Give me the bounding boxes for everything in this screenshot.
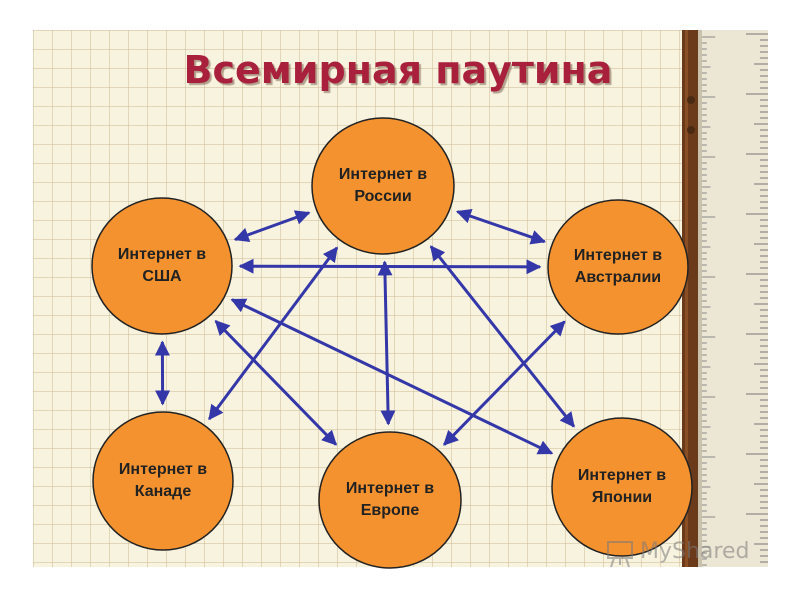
node-label-europe: Интернет в Европе xyxy=(320,478,460,522)
arrow-usa-australia xyxy=(238,258,542,275)
node-label-usa: Интернет в США xyxy=(92,244,232,288)
page-title: Всемирная паутина xyxy=(183,48,613,92)
watermark: MyShared xyxy=(606,538,766,568)
screw-icon xyxy=(687,96,695,104)
node-circle-russia xyxy=(311,117,455,255)
node-label-line: Интернет в xyxy=(118,461,208,478)
node-label-australia: Интернет в Австралии xyxy=(548,245,688,289)
node-label-line: Интернет в xyxy=(345,480,435,497)
ruler-decoration xyxy=(682,30,768,567)
node-label-line: Японии xyxy=(591,489,653,506)
node-label-line: США xyxy=(142,268,182,285)
node-label-line: Интернет в xyxy=(573,247,663,264)
node-circle-japan xyxy=(551,417,693,557)
screw-icon xyxy=(687,126,695,134)
node-label-line: России xyxy=(354,188,412,205)
node-label-line: Интернет в xyxy=(117,246,207,263)
arrow-russia-australia xyxy=(455,208,546,245)
node-label-japan: Интернет в Японии xyxy=(552,465,692,509)
node-label-line: Интернет в xyxy=(577,467,667,484)
arrow-usa-russia xyxy=(233,210,311,242)
node-circle-usa xyxy=(91,197,233,335)
arrow-russia-europe xyxy=(377,260,396,426)
node-label-canada: Интернет в Канаде xyxy=(93,459,233,503)
node-label-line: Канаде xyxy=(134,483,192,500)
node-circle-australia xyxy=(547,199,689,335)
node-circle-canada xyxy=(92,411,234,551)
node-label-line: Европе xyxy=(360,502,420,519)
node-label-russia: Интернет в России xyxy=(313,164,453,208)
arrow-russia-canada xyxy=(208,246,339,421)
node-label-line: Интернет в xyxy=(338,166,428,183)
watermark-text: MyShared xyxy=(640,539,750,564)
node-circle-europe xyxy=(318,431,462,569)
node-label-line: Австралии xyxy=(574,269,662,286)
arrow-australia-europe xyxy=(443,320,566,446)
blackboard-icon xyxy=(607,541,633,568)
